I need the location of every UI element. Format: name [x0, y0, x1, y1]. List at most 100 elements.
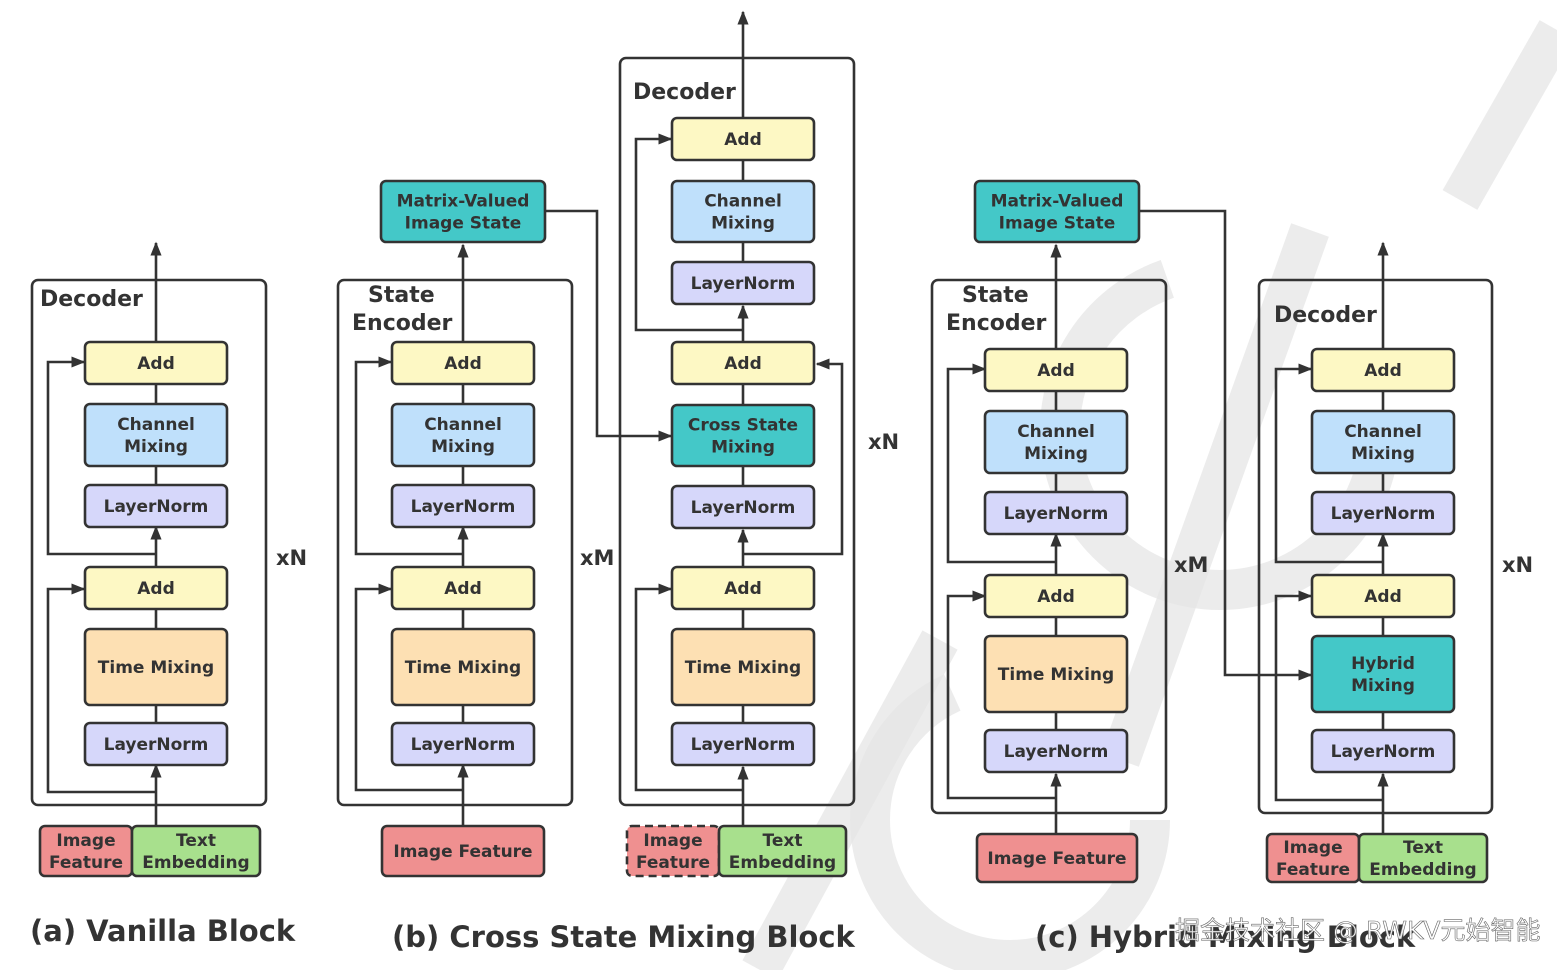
a-decoder-frame — [30, 278, 268, 807]
a-channel-mixing — [83, 402, 229, 468]
connector — [46, 583, 156, 794]
b-dec-layernorm-middle-label: LayerNorm — [691, 498, 796, 518]
c-enc-add-bottom-label: Add — [1037, 587, 1075, 607]
a-text-embedding — [130, 824, 262, 878]
component-boxes — [38, 116, 1489, 884]
connector-lines — [46, 10, 1389, 834]
a-decoder-title: Decoder — [40, 287, 143, 312]
b-enc-add-bottom — [390, 565, 536, 611]
a-layernorm-top-label: LayerNorm — [104, 497, 209, 517]
b-encoder-frame — [336, 278, 574, 807]
b-dec-add-bottom-label: Add — [724, 579, 762, 599]
b-caption: (b) Cross State Mixing Block — [392, 920, 856, 954]
block-frames — [30, 56, 1494, 815]
c-enc-layernorm-top — [983, 490, 1129, 536]
connector — [1274, 363, 1383, 564]
c-dec-channel-mixing — [1310, 409, 1456, 475]
b-encoder-repeat-label: xM — [580, 546, 614, 570]
b-decoder-frame — [618, 56, 856, 807]
b-decoder-title: Decoder — [633, 80, 736, 105]
b-enc-add-top-label: Add — [444, 354, 482, 374]
c-enc-time-mixing-label: Time Mixing — [998, 665, 1114, 685]
b-enc-layernorm-bottom — [390, 721, 536, 767]
c-decoder-repeat-label: xN — [1502, 553, 1533, 577]
c-dec-add-bottom — [1310, 573, 1456, 619]
a-caption: (a) Vanilla Block — [30, 914, 296, 948]
connector — [634, 583, 743, 792]
c-dec-add-top-label: Add — [1364, 361, 1402, 381]
connector — [1274, 590, 1383, 802]
c-enc-add-top — [983, 347, 1129, 393]
b-dec-add-middle-label: Add — [724, 354, 762, 374]
b-enc-time-mixing — [390, 627, 536, 707]
connector — [545, 209, 673, 442]
b-enc-layernorm-top — [390, 483, 536, 529]
c-dec-hybrid-mixing — [1310, 634, 1456, 714]
connector — [946, 363, 1056, 564]
connector — [46, 356, 156, 556]
c-dec-add-bottom-label: Add — [1364, 587, 1402, 607]
c-text-embedding — [1357, 832, 1489, 884]
c-enc-time-mixing — [983, 634, 1129, 714]
c-encoder-frame — [930, 278, 1168, 815]
connector — [743, 358, 844, 556]
b-dec-layernorm-bottom — [670, 721, 816, 767]
b-dec-layernorm-bottom-label: LayerNorm — [691, 735, 796, 755]
b-encoder-title-line2: Encoder — [352, 311, 453, 336]
c-enc-add-top-label: Add — [1037, 361, 1075, 381]
a-add-bottom — [83, 565, 229, 611]
b-enc-channel-mixing — [390, 402, 536, 468]
b-dec-time-mixing-label: Time Mixing — [685, 658, 801, 678]
c-dec-layernorm-top-label: LayerNorm — [1331, 504, 1436, 524]
a-repeat-label: xN — [276, 546, 307, 570]
c-encoder-repeat-label: xM — [1174, 553, 1208, 577]
b-dec-layernorm-top — [670, 260, 816, 306]
a-layernorm-bottom-label: LayerNorm — [104, 735, 209, 755]
c-enc-layernorm-bottom-label: LayerNorm — [1004, 742, 1109, 762]
c-encoder-title-line1: State — [962, 283, 1029, 308]
c-dec-add-top — [1310, 347, 1456, 393]
c-dec-layernorm-top — [1310, 490, 1456, 536]
b-dec-channel-mixing — [670, 179, 816, 244]
b-dec-layernorm-middle — [670, 484, 816, 530]
c-image-feature-label: Image Feature — [987, 849, 1126, 869]
c-image-feature — [975, 832, 1139, 884]
c-dec-layernorm-bottom — [1310, 728, 1456, 774]
c-decoder-title: Decoder — [1274, 303, 1377, 328]
c-encoder-title-line2: Encoder — [946, 311, 1047, 336]
b-dec-add-middle — [670, 340, 816, 386]
connector — [354, 583, 463, 792]
a-time-mixing-label: Time Mixing — [98, 658, 214, 678]
b-matrix-state — [379, 179, 547, 244]
c-enc-channel-mixing — [983, 409, 1129, 475]
c-matrix-state — [973, 179, 1141, 244]
b-decoder-repeat-label: xN — [868, 430, 899, 454]
a-add-top — [83, 340, 229, 386]
connector — [634, 133, 743, 332]
b-dec-add-top — [670, 116, 816, 162]
b-encoder-title-line1: State — [368, 283, 435, 308]
b-enc-layernorm-bottom-label: LayerNorm — [411, 735, 516, 755]
b-dec-add-bottom — [670, 565, 816, 611]
b-enc-time-mixing-label: Time Mixing — [405, 658, 521, 678]
b-text-embedding — [717, 824, 848, 878]
b-image-feature-label: Image Feature — [393, 842, 532, 862]
c-caption: (c) Hybrid Mixing Block — [1035, 920, 1416, 954]
c-enc-layernorm-top-label: LayerNorm — [1004, 504, 1109, 524]
a-layernorm-bottom — [83, 721, 229, 767]
